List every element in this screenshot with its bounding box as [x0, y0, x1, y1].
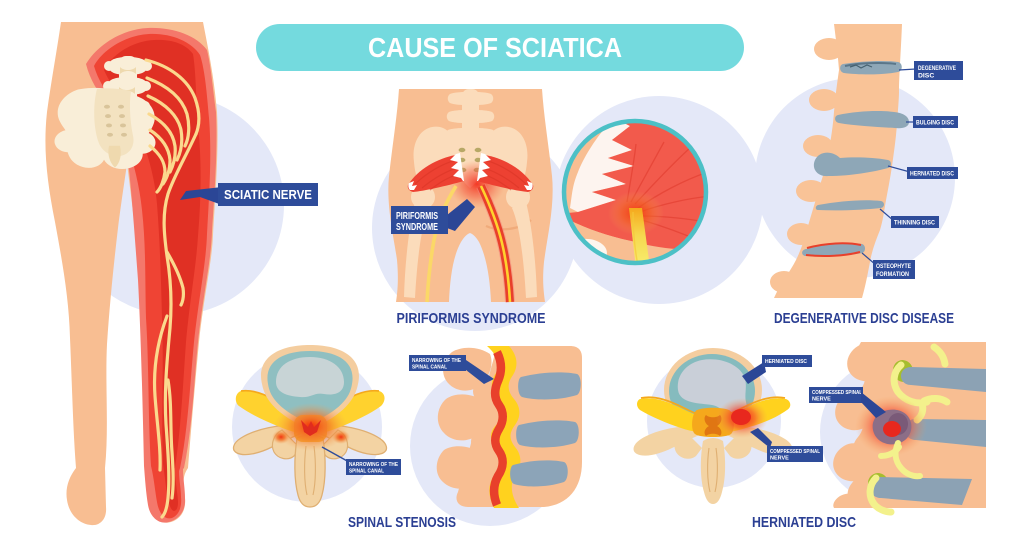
- svg-text:OSTEOPHYTE: OSTEOPHYTE: [876, 263, 911, 270]
- svg-text:CAUSE OF SCIATICA: CAUSE OF SCIATICA: [368, 32, 622, 63]
- svg-text:SPINAL CANAL: SPINAL CANAL: [349, 469, 385, 475]
- svg-text:DEGENERATIVE DISC DISEASE: DEGENERATIVE DISC DISEASE: [774, 310, 954, 327]
- svg-text:NARROWING OF THE: NARROWING OF THE: [412, 358, 461, 364]
- svg-text:COMPRESSED SPINAL: COMPRESSED SPINAL: [812, 390, 863, 396]
- svg-text:DISC: DISC: [918, 73, 934, 80]
- svg-text:NERVE: NERVE: [812, 397, 831, 403]
- svg-text:SCIATIC NERVE: SCIATIC NERVE: [224, 188, 312, 202]
- svg-text:BULGING DISC: BULGING DISC: [916, 120, 954, 127]
- svg-text:NARROWING OF THE: NARROWING OF THE: [349, 462, 398, 468]
- svg-text:THINNING DISC: THINNING DISC: [894, 220, 935, 227]
- svg-text:PIRIFORMIS: PIRIFORMIS: [396, 210, 438, 222]
- svg-text:COMPRESSED SPINAL: COMPRESSED SPINAL: [770, 449, 821, 455]
- svg-text:SYNDROME: SYNDROME: [396, 221, 438, 233]
- svg-text:HERNIATED DISC: HERNIATED DISC: [752, 514, 856, 531]
- svg-text:HERNIATED DISC: HERNIATED DISC: [910, 171, 954, 178]
- svg-text:SPINAL CANAL: SPINAL CANAL: [412, 365, 448, 371]
- svg-text:NERVE: NERVE: [770, 456, 789, 462]
- svg-text:DEGENERATIVE: DEGENERATIVE: [918, 65, 956, 72]
- svg-text:PIRIFORMIS SYNDROME: PIRIFORMIS SYNDROME: [397, 310, 546, 327]
- svg-text:HERNIATED DISC: HERNIATED DISC: [765, 359, 807, 365]
- svg-text:FORMATION: FORMATION: [876, 271, 909, 278]
- svg-text:SPINAL STENOSIS: SPINAL STENOSIS: [348, 514, 456, 531]
